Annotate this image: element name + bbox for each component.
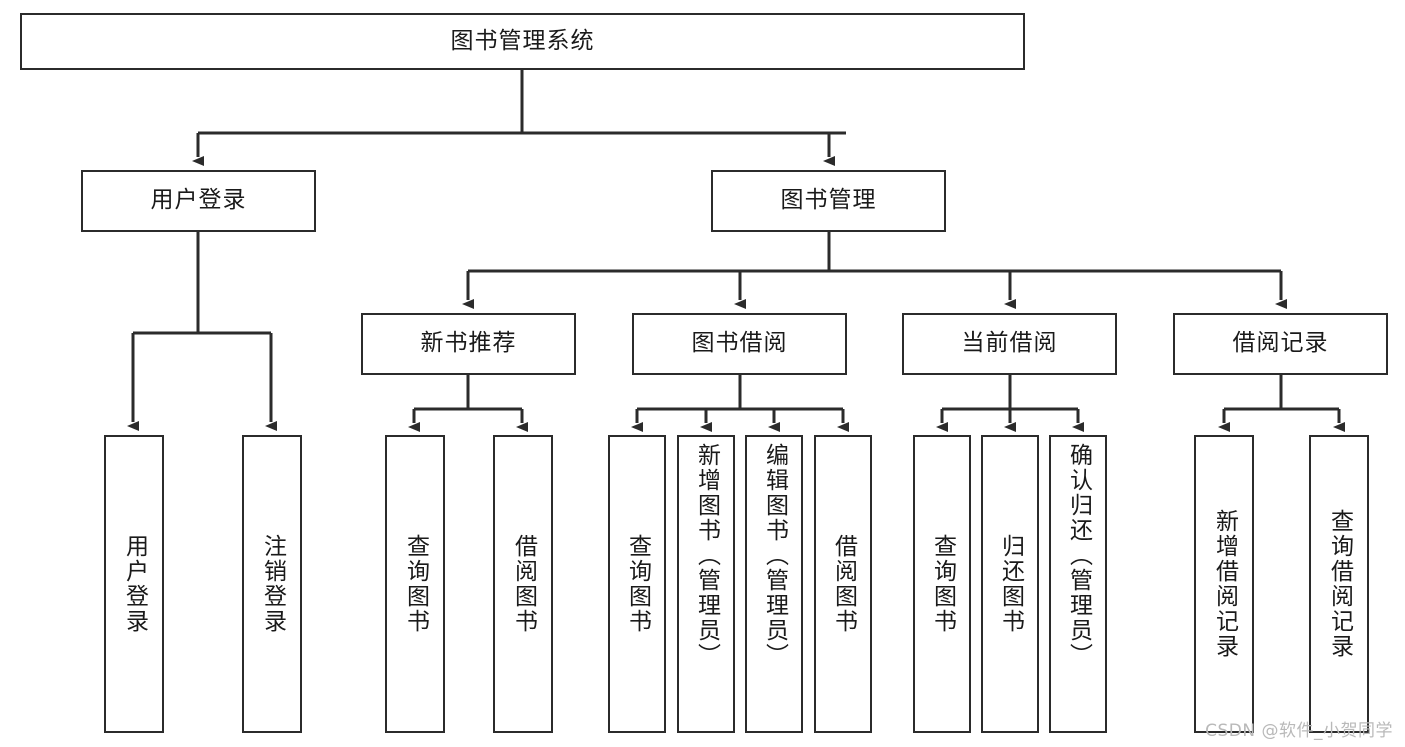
leaf-user-login[interactable]: 用户登录 [104,435,164,733]
node-root-label: 图书管理系统 [450,27,595,54]
leaf-add-book[interactable]: 新增图书（管理员） [677,435,735,733]
leaf-query-record[interactable]: 查询借阅记录 [1309,435,1369,733]
leaf-borrow-book-1-label: 借阅图书 [510,534,537,634]
node-current-borrow[interactable]: 当前借阅 [902,313,1117,375]
leaf-borrow-book-2[interactable]: 借阅图书 [814,435,872,733]
leaf-query-book-2[interactable]: 查询图书 [608,435,666,733]
node-new-book-rec-label: 新书推荐 [420,330,517,357]
leaf-logout-label: 注销登录 [259,534,286,634]
leaf-query-book-2-label: 查询图书 [624,534,651,634]
node-book-manage-label: 图书管理 [780,187,877,214]
leaf-confirm-return[interactable]: 确认归还（管理员） [1049,435,1107,733]
leaf-query-book-3[interactable]: 查询图书 [913,435,971,733]
leaf-edit-book-label: 编辑图书（管理员） [761,443,788,668]
leaf-add-record-label: 新增借阅记录 [1211,509,1238,659]
leaf-return-book[interactable]: 归还图书 [981,435,1039,733]
node-borrow-record[interactable]: 借阅记录 [1173,313,1388,375]
leaf-user-login-label: 用户登录 [121,534,148,634]
leaf-query-book-3-label: 查询图书 [929,534,956,634]
leaf-borrow-book-1[interactable]: 借阅图书 [493,435,553,733]
leaf-edit-book[interactable]: 编辑图书（管理员） [745,435,803,733]
leaf-add-book-label: 新增图书（管理员） [693,443,720,668]
leaf-borrow-book-2-label: 借阅图书 [830,534,857,634]
node-new-book-rec[interactable]: 新书推荐 [361,313,576,375]
leaf-query-book-1-label: 查询图书 [402,534,429,634]
watermark: CSDN @软件_小贺同学 [1205,721,1393,741]
leaf-query-book-1[interactable]: 查询图书 [385,435,445,733]
node-user-login[interactable]: 用户登录 [81,170,316,232]
node-book-borrow[interactable]: 图书借阅 [632,313,847,375]
leaf-add-record[interactable]: 新增借阅记录 [1194,435,1254,733]
node-borrow-record-label: 借阅记录 [1232,330,1329,357]
node-book-borrow-label: 图书借阅 [691,330,788,357]
leaf-confirm-return-label: 确认归还（管理员） [1065,443,1092,668]
node-user-login-label: 用户登录 [150,187,247,214]
node-root[interactable]: 图书管理系统 [20,13,1025,70]
leaf-return-book-label: 归还图书 [997,534,1024,634]
leaf-logout[interactable]: 注销登录 [242,435,302,733]
node-current-borrow-label: 当前借阅 [961,330,1058,357]
leaf-query-record-label: 查询借阅记录 [1326,509,1353,659]
node-book-manage[interactable]: 图书管理 [711,170,946,232]
